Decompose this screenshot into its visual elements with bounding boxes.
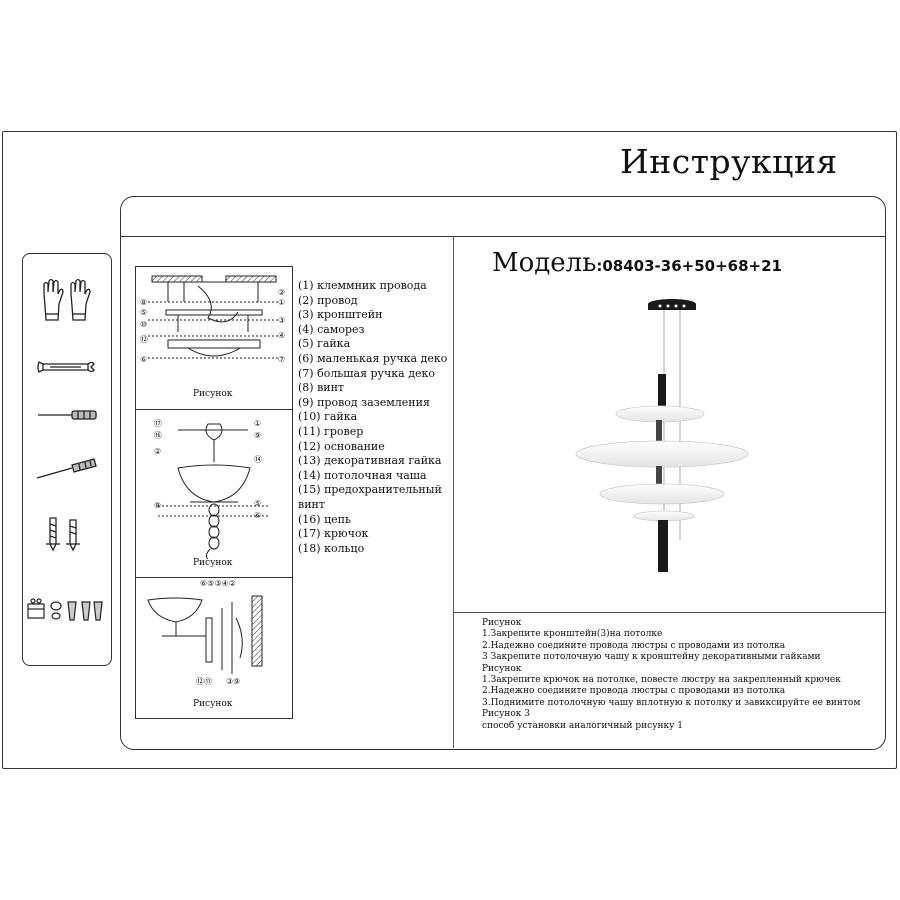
svg-text:④: ④ [278,331,285,340]
step-line: 1.Закрепите крючок на потолке, повесте л… [482,675,841,686]
gloves-icon [43,278,91,321]
part-item: (1) клеммник провода [298,279,427,292]
svg-text:⑤: ⑤ [254,499,261,508]
part-item: (14) потолочная чаша [298,468,427,482]
part-item: (7) большая ручка деко [298,366,436,380]
tools-panel [22,253,112,666]
part-item: (15) предохранительный [298,483,442,497]
connector-icon [27,598,103,621]
figure-2-diagram: ⑰ ⑯ ② ⑧ ① ⑨ ⑭ ⑤ ⑥ [154,419,268,559]
svg-text:⑫: ⑫ [140,335,148,344]
figure-caption: Рисунок [193,558,233,568]
steps-divider [453,612,885,613]
svg-text:②: ② [154,447,161,456]
screwdriver-icon [36,458,97,479]
screw-anchor-icon [46,517,80,552]
figures-panel [135,266,293,719]
part-item: (18) кольцо [298,541,365,555]
part-item: (17) крючок [298,527,369,541]
content-frame [120,196,886,750]
svg-text:⑥⑤③④②: ⑥⑤③④② [200,579,236,588]
wrench-icon [37,361,95,373]
svg-text:②: ② [278,288,285,297]
pendant-lamp-illustration [575,299,749,572]
step-line: Рисунок 3 [482,709,531,720]
figure-3-diagram: ⑥⑤③④② ⑫⑪ ③⑨ [147,579,263,686]
part-item: (6) маленькая ручка деко [298,351,448,365]
svg-text:⑭: ⑭ [254,455,262,464]
parts-list: (1) клеммник провода(2) провод(3) кроншт… [298,279,448,556]
svg-text:⑦: ⑦ [278,355,285,364]
part-item: (13) декоративная гайка [298,454,442,468]
part-item: (5) гайка [298,337,351,351]
step-line: 1.Закрепите кронштейн(3)на потолке [482,629,663,640]
svg-text:⑧: ⑧ [140,298,147,307]
model-label: Модель [492,248,597,278]
step-line: Рисунок [482,663,522,674]
svg-text:①: ① [278,298,285,307]
part-item: (16) цепь [298,512,351,526]
step-line: 2.Надежно соедините провода люстры с про… [482,686,786,697]
model-code: :08403-36+50+68+21 [596,257,782,275]
step-line: 2.Надежно соедините провода люстры с про… [482,640,786,651]
svg-text:⑥: ⑥ [254,511,261,520]
part-item: (4) саморез [298,322,365,336]
model-heading: Модель:08403-36+50+68+21 [492,248,782,278]
svg-text:⑥: ⑥ [140,355,147,364]
step-line: 3 Закрепите потолочную чашу к кронштейну… [482,652,821,663]
part-item: винт [298,497,325,511]
svg-text:⑤: ⑤ [140,308,147,317]
figure-divider [135,577,292,578]
svg-text:⑨: ⑨ [254,431,261,440]
part-item: (10) гайка [298,410,358,424]
figure-1-diagram: ⑧⑤ ⑩ ⑫ ⑥ ②① ③ ④ ⑦ [140,275,285,364]
svg-text:⑰: ⑰ [154,419,162,428]
svg-text:⑩: ⑩ [140,320,147,329]
part-item: (3) кронштейн [298,308,383,322]
figure-caption: Рисунок [193,389,233,399]
part-item: (11) гровер [298,424,364,438]
svg-text:⑯: ⑯ [154,431,162,440]
svg-text:③⑨: ③⑨ [226,677,240,686]
step-line: способ установки аналогичный рисунку 1 [482,720,683,731]
svg-text:③: ③ [278,316,285,325]
svg-text:①: ① [254,419,261,428]
outer-frame [2,131,897,769]
part-item: (9) провод заземления [298,395,430,409]
column-divider [453,236,454,748]
svg-text:⑧: ⑧ [154,501,161,510]
svg-text:⑫⑪: ⑫⑪ [196,677,212,686]
part-item: (2) провод [298,293,358,307]
step-line: Рисунок [482,618,522,628]
step-line: 3.Поднимите потолочную чашу вплотную к п… [482,697,861,708]
part-item: (8) винт [298,381,345,395]
screwdriver-icon [38,410,97,420]
page-title: Инструкция [620,142,838,181]
figure-caption: Рисунок [193,699,233,709]
header-divider [120,236,885,237]
figure-divider [135,409,292,410]
part-item: (12) основание [298,439,385,453]
